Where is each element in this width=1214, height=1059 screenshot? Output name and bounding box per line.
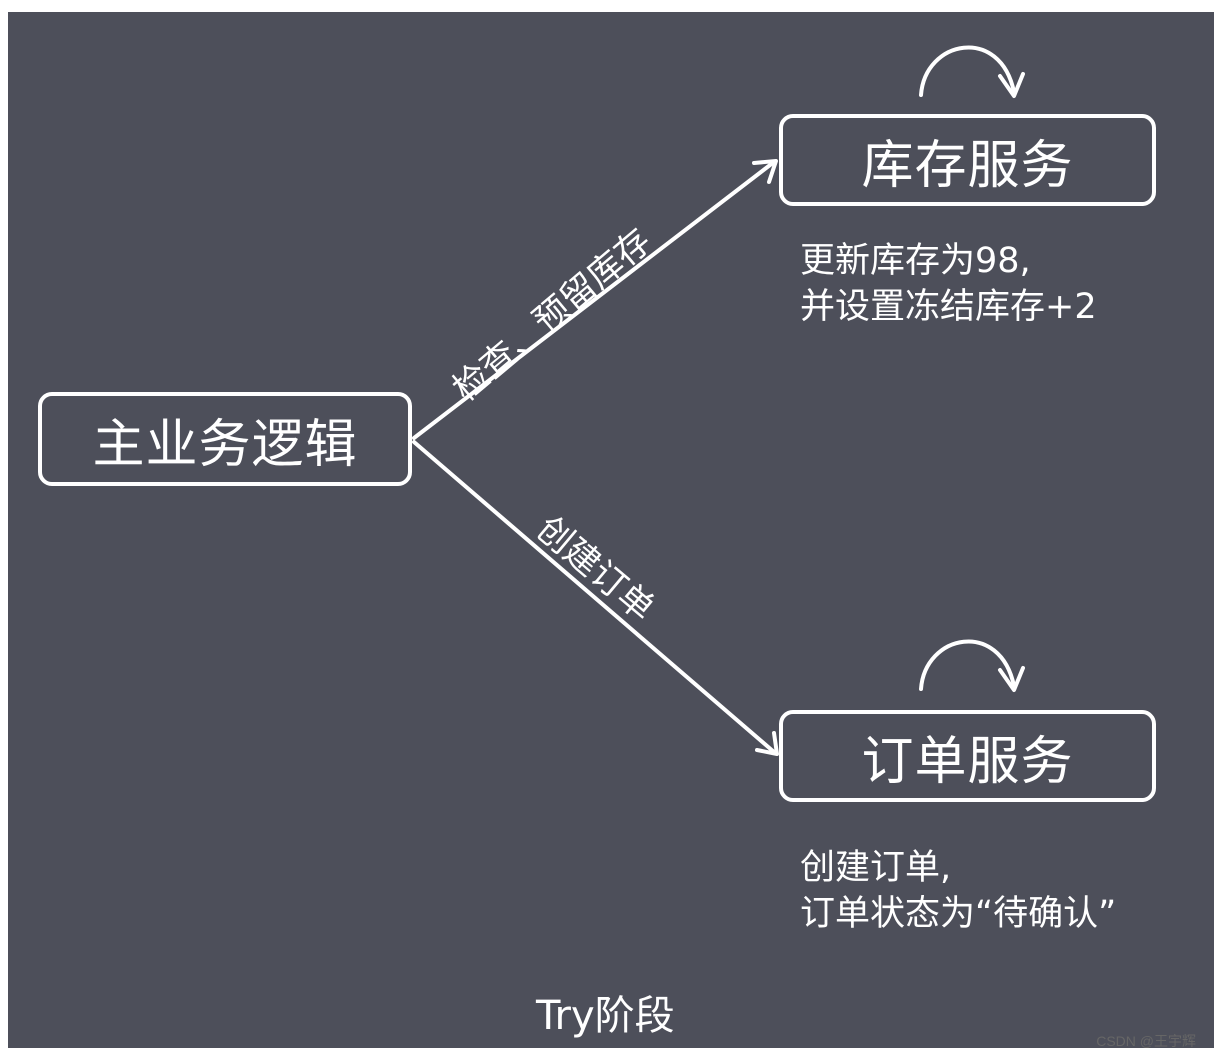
node-order-service-label: 订单服务 (861, 731, 1074, 792)
note-order: 创建订单, 订单状态为“待确认” (800, 845, 1116, 937)
note-inventory-line: 更新库存为98, (800, 241, 1031, 281)
note-inventory: 更新库存为98, 并设置冻结库存+2 (800, 238, 1097, 330)
phase-label: Try阶段 (536, 993, 675, 1039)
node-main-logic: 主业务逻辑 (38, 392, 412, 486)
node-order-service: 订单服务 (779, 710, 1156, 802)
self-loop-order-arrowhead (998, 666, 1025, 692)
note-order-line: 创建订单, (800, 848, 952, 888)
edge-main-to-order-arrowhead (755, 731, 779, 756)
edge-main-to-order (412, 440, 776, 754)
node-main-logic-label: 主业务逻辑 (92, 414, 358, 475)
node-inventory-service: 库存服务 (779, 114, 1156, 206)
watermark: CSDN @王宇辉 (1096, 1033, 1196, 1049)
self-loop-inventory (919, 45, 1016, 97)
edge-main-to-inventory-arrowhead (752, 159, 778, 184)
note-inventory-line: 并设置冻结库存+2 (800, 287, 1097, 327)
diagram-canvas (8, 12, 1214, 1048)
self-loop-order (919, 639, 1016, 691)
edge-main-to-inventory (412, 160, 776, 440)
self-loop-inventory-arrowhead (998, 72, 1025, 98)
node-inventory-service-label: 库存服务 (861, 135, 1074, 196)
note-order-line: 订单状态为“待确认” (800, 894, 1117, 934)
